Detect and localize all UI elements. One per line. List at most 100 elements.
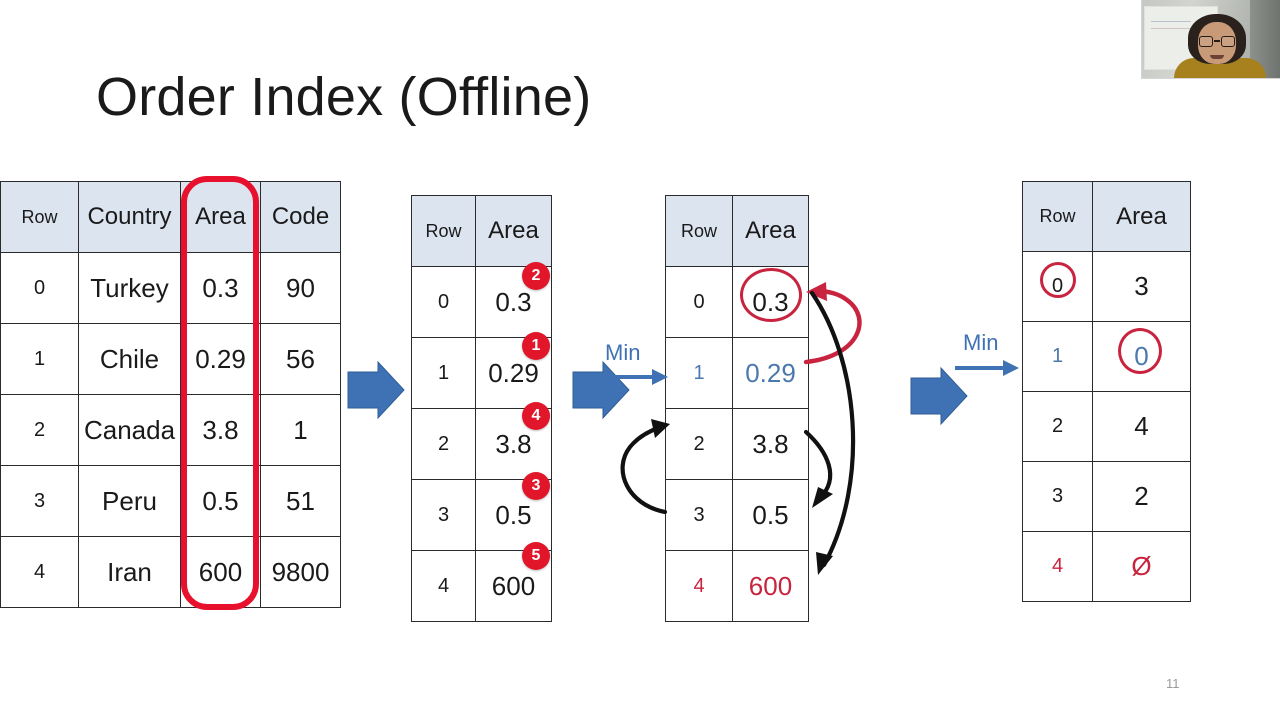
table-header-row: Row Area [665,195,809,267]
table-row: 2 3.8 [665,408,809,480]
cell-code: 1 [260,394,341,466]
rank-badge-row-4: 5 [522,542,550,570]
cell-code: 90 [260,252,341,324]
cell-country: Chile [78,323,181,395]
cell-row: 3 [0,465,79,537]
column-header-row: Row [1022,181,1093,252]
page-title: Order Index (Offline) [96,67,592,127]
column-header-row: Row [0,181,79,253]
cell-row: 3 [665,479,733,551]
webcam-mouth [1210,55,1224,59]
cell-area: 2 [1092,461,1191,532]
rank-badge-row-3: 3 [522,472,550,500]
cell-country: Peru [78,465,181,537]
cell-area: 0.5 [475,479,552,551]
table-row: 1 Chile 0.29 56 [0,323,341,395]
block-arrow-2 [572,360,630,420]
table-row: 3 Peru 0.5 51 [0,465,341,537]
cell-row: 3 [411,479,476,551]
min-label-2: Min [963,330,999,355]
swap-arrow-red-row1-to-row0 [803,282,862,365]
table-header-row: Row Country Area Code [0,181,341,253]
cell-area: Ø [1092,531,1191,602]
cell-row: 4 [411,550,476,622]
cell-area: 0.5 [732,479,809,551]
table-row: 0 Turkey 0.3 90 [0,252,341,324]
cell-country: Canada [78,394,181,466]
cell-area: 3 [1092,251,1191,322]
cell-code: 51 [260,465,341,537]
column-header-row: Row [665,195,733,267]
column-header-area: Area [180,181,261,253]
table-row: 1 0.29 [665,337,809,409]
table-row: 2 4 [1022,391,1191,462]
cell-row: 0 [1022,251,1093,322]
min-label-1: Min [605,340,641,365]
cell-area: 3.8 [180,394,261,466]
rank-badge-row-0: 2 [522,262,550,290]
cell-area: 0.3 [732,266,809,338]
table-row: 0 0.3 [665,266,809,338]
glasses-icon [1198,36,1236,47]
cell-row: 0 [665,266,733,338]
min-selection-table: Row Area 0 0.3 1 0.29 2 3.8 3 0.5 4 [665,195,809,622]
table-row: 1 0.29 [411,337,552,409]
cell-area: 0.5 [180,465,261,537]
cell-row: 0 [411,266,476,338]
column-header-country: Country [78,181,181,253]
cell-area: 3.8 [732,408,809,480]
cell-row: 1 [1022,321,1093,392]
cell-row: 1 [0,323,79,395]
rank-badge-row-1: 1 [522,332,550,360]
min-arrow-1 [601,369,668,385]
column-header-area: Area [1092,181,1191,252]
table-row: 3 2 [1022,461,1191,532]
block-arrow-3 [910,366,968,426]
cell-row: 3 [1022,461,1093,532]
cell-area: 4 [1092,391,1191,462]
cell-row: 4 [0,536,79,608]
table-row: 3 0.5 [411,479,552,551]
cell-code: 9800 [260,536,341,608]
column-header-area: Area [732,195,809,267]
cell-row: 2 [1022,391,1093,462]
table-header-row: Row Area [1022,181,1191,252]
webcam-shirt [1174,58,1266,78]
table-row: 3 0.5 [665,479,809,551]
cell-area: 0.29 [180,323,261,395]
column-header-code: Code [260,181,341,253]
column-header-area: Area [475,195,552,267]
swap-arrow-black-row0-to-row4 [809,290,856,575]
table-row: 4 Iran 600 9800 [0,536,341,608]
cell-row: 4 [1022,531,1093,602]
rank-badge-row-2: 4 [522,402,550,430]
cell-area: 0.3 [180,252,261,324]
block-arrow-1 [347,360,405,420]
table-header-row: Row Area [411,195,552,267]
cell-area: 600 [732,550,809,622]
cell-area: 600 [180,536,261,608]
column-header-row: Row [411,195,476,267]
cell-row: 2 [0,394,79,466]
table-row: 2 Canada 3.8 1 [0,394,341,466]
presenter-webcam-thumbnail[interactable] [1141,0,1280,79]
table-row: 4 600 [665,550,809,622]
swap-arrow-black-row2-to-row3 [803,429,833,508]
cell-code: 56 [260,323,341,395]
cell-row: 4 [665,550,733,622]
table-row: 1 0 [1022,321,1191,392]
order-index-table: Row Area 0 3 1 0 2 4 3 2 4 Ø [1022,181,1191,602]
cell-row: 0 [0,252,79,324]
table-row: 0 3 [1022,251,1191,322]
source-data-table: Row Country Area Code 0 Turkey 0.3 90 1 … [0,181,341,608]
cell-country: Iran [78,536,181,608]
cell-row: 2 [411,408,476,480]
cell-row: 1 [411,337,476,409]
table-row: 4 Ø [1022,531,1191,602]
cell-country: Turkey [78,252,181,324]
cell-area: 0.29 [732,337,809,409]
cell-row: 1 [665,337,733,409]
cell-area: 0.29 [475,337,552,409]
min-arrow-2 [955,360,1019,376]
